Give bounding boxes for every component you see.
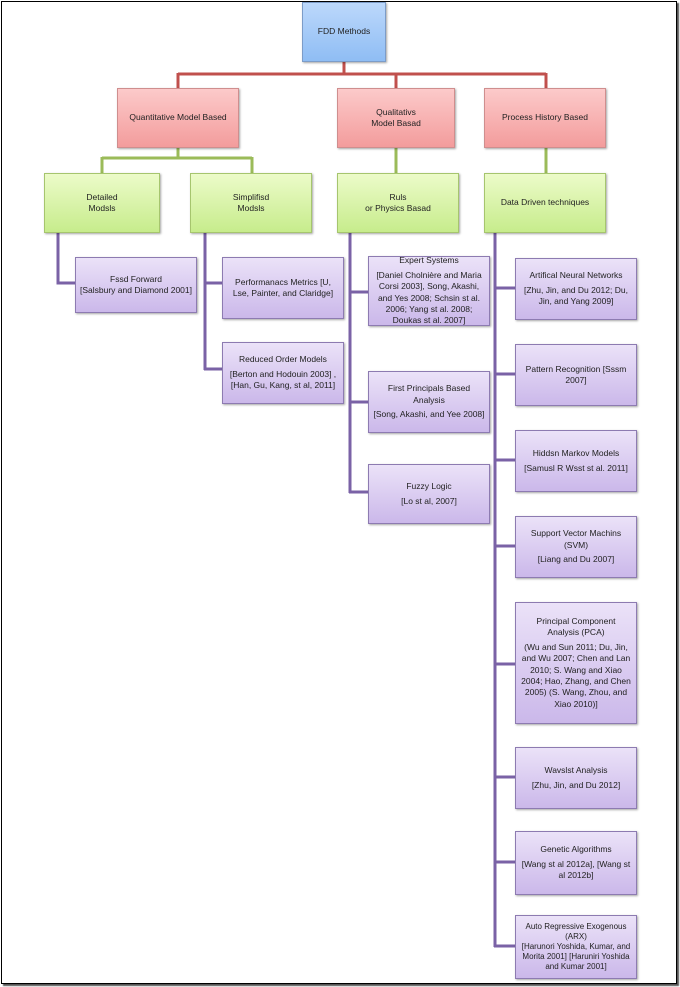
leaf-citation: [Harunori Yoshida, Kumar, and Morita 200…: [521, 942, 631, 971]
subcategory-simplified-models: Simplifisd Modsls: [190, 173, 312, 233]
leaf-citation: (Wu and Sun 2011; Du, Jin, and Wu 2007; …: [521, 641, 631, 709]
category-qualitative-label-line1: Qualitativs: [376, 106, 416, 117]
leaf-reduced-order-models: Reduced Order Models [Berton and Hodouin…: [222, 342, 344, 404]
leaf-title: Genetic Algorithms: [540, 844, 612, 855]
category-quantitative-label: Quantitative Model Based: [129, 112, 227, 123]
leaf-citation: [Liang and Du 2007]: [537, 554, 615, 565]
leaf-title: First Principals Based Analysis: [387, 383, 471, 405]
leaf-title: Fssd Forward: [110, 273, 162, 284]
leaf-title: Expert Systems: [399, 255, 459, 266]
leaf-citation: [Wang st al 2012a], [Wang st al 2012b]: [521, 858, 631, 881]
subcategory-rule-line2: or Physics Basad: [365, 203, 431, 213]
leaf-title: Fuzzy Logic: [406, 481, 452, 492]
category-process-history-label: Process History Based: [502, 112, 588, 123]
leaf-wavelet: Wavslst Analysis [Zhu, Jin, and Du 2012]: [515, 747, 637, 809]
leaf-title: Auto Regressive Exogenous (ARX): [525, 922, 627, 941]
leaf-citation: [Berton and Hodouin 2003] , [Han, Gu, Ka…: [229, 368, 337, 391]
leaf-citation: [Lo st al, 2007]: [401, 495, 457, 506]
leaf-title: Artifical Neural Networks: [529, 270, 623, 281]
leaf-citation: [Daniel Cholnière and Maria Corsi 2003],…: [376, 269, 482, 326]
leaf-citation: [Samusl R Wsst st al. 2011]: [524, 462, 628, 473]
subcategory-detailed-line1: Detailed: [86, 191, 118, 202]
category-process-history: Process History Based: [484, 88, 606, 148]
subcategory-detailed-line2: Modsls: [88, 203, 116, 213]
leaf-pattern-recognition: Pattern Recognition [Sssm 2007]: [515, 344, 637, 406]
leaf-title: Wavslst Analysis: [544, 765, 608, 776]
root-label: FDD Methods: [317, 26, 371, 37]
leaf-pca: Principal Component Analysis (PCA) (Wu a…: [515, 602, 637, 724]
subcategory-data-driven: Data Driven techniques: [484, 173, 606, 233]
subcategory-detailed-models: Detailed Modsls: [44, 173, 160, 233]
leaf-citation: [Zhu, Jin, and Du 2012; Du, Jin, and Yan…: [524, 284, 628, 307]
leaf-title: Support Vector Machins (SVM): [530, 528, 622, 550]
subcategory-rule-based: Ruls or Physics Basad: [337, 173, 459, 233]
category-qualitative-label-line2: Model Basad: [371, 118, 421, 128]
subcategory-rule-line1: Ruls: [389, 191, 407, 202]
leaf-feed-forward: Fssd Forward [Salsbury and Diamond 2001]: [75, 257, 197, 313]
leaf-performance-metrics: Performanacs Metrics [U, Lse, Painter, a…: [222, 257, 344, 319]
leaf-svm: Support Vector Machins (SVM) [Liang and …: [515, 516, 637, 578]
leaf-genetic-algorithms: Genetic Algorithms [Wang st al 2012a], […: [515, 831, 637, 895]
category-quantitative: Quantitative Model Based: [117, 88, 239, 148]
leaf-hidden-markov: Hiddsn Markov Models [Samusl R Wsst st a…: [515, 430, 637, 492]
leaf-citation: [Salsbury and Diamond 2001]: [80, 285, 192, 295]
subcategory-data-driven-label: Data Driven techniques: [500, 197, 590, 208]
leaf-title: Performanacs Metrics [U, Lse, Painter, a…: [232, 276, 334, 298]
leaf-title: Principal Component Analysis (PCA): [536, 615, 616, 638]
root-node-fdd-methods: FDD Methods: [302, 2, 386, 62]
leaf-first-principals: First Principals Based Analysis [Song, A…: [368, 371, 490, 433]
leaf-title: Reduced Order Models: [239, 354, 327, 365]
leaf-citation: [Zhu, Jin, and Du 2012]: [531, 779, 621, 790]
category-qualitative: Qualitativs Model Basad: [337, 88, 455, 148]
leaf-connectors: [56, 233, 515, 948]
leaf-title: Hiddsn Markov Models: [532, 448, 620, 459]
leaf-ann: Artifical Neural Networks [Zhu, Jin, and…: [515, 258, 637, 320]
leaf-citation: [Song, Akashi, and Yee 2008]: [373, 409, 485, 420]
subcategory-simplified-line2: Modsls: [237, 203, 265, 213]
leaf-fuzzy-logic: Fuzzy Logic [Lo st al, 2007]: [368, 464, 490, 524]
category-connectors: [176, 62, 548, 88]
leaf-expert-systems: Expert Systems [Daniel Cholnière and Mar…: [368, 255, 490, 326]
leaf-title: Pattern Recognition [Sssm 2007]: [525, 363, 627, 385]
subcategory-connectors: [100, 148, 548, 173]
subcategory-simplified-line1: Simplifisd: [232, 191, 270, 202]
leaf-arx: Auto Regressive Exogenous (ARX) [Harunor…: [515, 915, 637, 979]
